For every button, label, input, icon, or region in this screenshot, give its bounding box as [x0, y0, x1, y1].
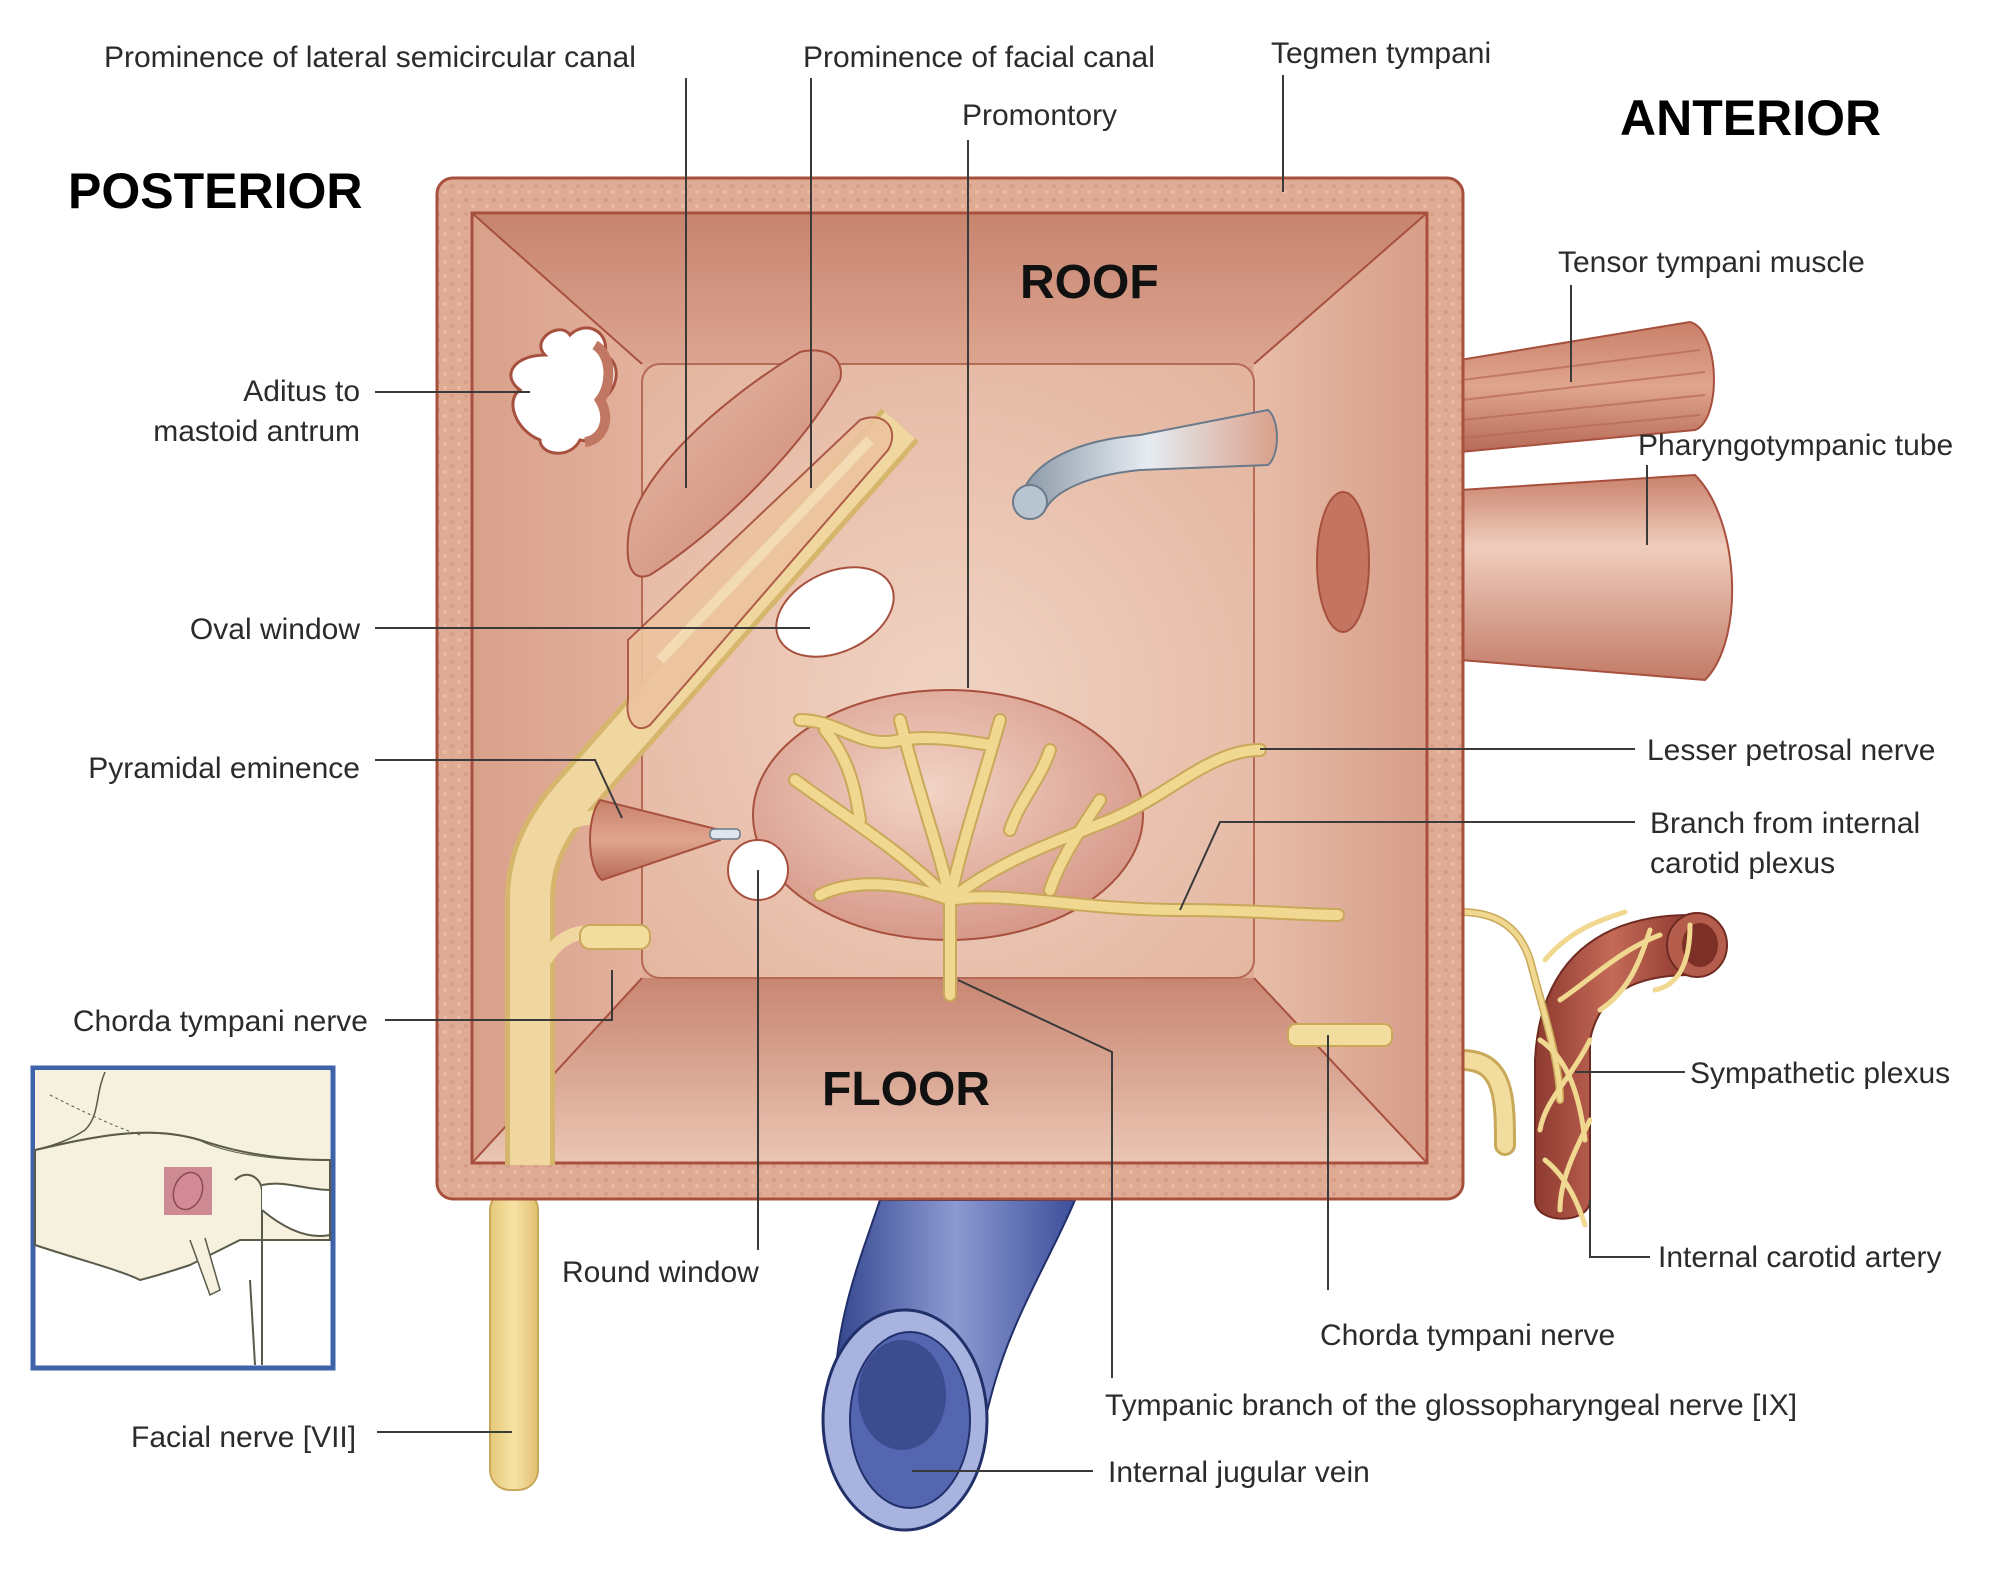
posterior-label: POSTERIOR [68, 163, 362, 219]
label-pyramidal-eminence: Pyramidal eminence [88, 752, 360, 785]
oval-window [775, 566, 895, 658]
lateral-semicircular-canal-prominence [626, 349, 842, 578]
label-facial-canal: Prominence of facial canal [803, 41, 1155, 74]
nerve-to-carotid [1451, 1049, 1516, 1156]
label-tensor-tympani: Tensor tympani muscle [1558, 246, 1865, 279]
label-internal-carotid: Internal carotid artery [1658, 1241, 1941, 1274]
chorda-tympani-stub-posterior [579, 924, 651, 950]
sympathetic-plexus [1456, 908, 1693, 1228]
label-carotid-branch-line2: carotid plexus [1650, 847, 1835, 880]
roof-wall [472, 213, 1427, 364]
label-pharyngotympanic-tube: Pharyngotympanic tube [1638, 429, 1953, 462]
pyramidal-eminence [589, 798, 741, 882]
floor-wall [472, 978, 1427, 1163]
facial-canal-prominence [626, 416, 894, 730]
label-lateral-semicircular-canal: Prominence of lateral semicircular canal [104, 41, 636, 74]
internal-jugular-vein [821, 1199, 1077, 1532]
chorda-tympani-stub-anterior [1287, 1023, 1393, 1047]
locator-inset [30, 1065, 336, 1371]
label-aditus-line1: Aditus to [243, 375, 360, 408]
label-internal-jugular: Internal jugular vein [1108, 1456, 1370, 1489]
roof-label: ROOF [1020, 256, 1159, 309]
pharyngotympanic-tube [1459, 473, 1734, 682]
label-facial-nerve: Facial nerve [VII] [131, 1421, 356, 1454]
tensor-tympani-tendon [1012, 408, 1278, 520]
label-oval-window: Oval window [190, 613, 360, 646]
facial-nerve-trunk [489, 1189, 539, 1491]
tensor-tympani-muscle [1459, 320, 1715, 454]
anterior-wall [1254, 213, 1427, 1163]
label-lesser-petrosal: Lesser petrosal nerve [1647, 734, 1936, 767]
label-round-window: Round window [562, 1256, 759, 1289]
label-sympathetic-plexus: Sympathetic plexus [1690, 1057, 1950, 1090]
floor-label: FLOOR [822, 1063, 990, 1116]
label-tympanic-branch: Tympanic branch of the glossopharyngeal … [1105, 1389, 1797, 1422]
anterior-label: ANTERIOR [1620, 90, 1881, 146]
label-aditus-line2: mastoid antrum [153, 415, 360, 448]
label-promontory: Promontory [962, 99, 1117, 132]
anterior-wall-opening [1316, 491, 1370, 633]
leader-lines [375, 75, 1685, 1472]
label-chorda-tympani-right: Chorda tympani nerve [1320, 1319, 1615, 1352]
label-chorda-tympani-left: Chorda tympani nerve [73, 1005, 368, 1038]
aditus-opening [509, 326, 618, 455]
tympanic-plexus [788, 713, 1345, 1002]
label-tegmen-tympani: Tegmen tympani [1271, 37, 1491, 70]
label-carotid-branch-line1: Branch from internal [1650, 807, 1920, 840]
